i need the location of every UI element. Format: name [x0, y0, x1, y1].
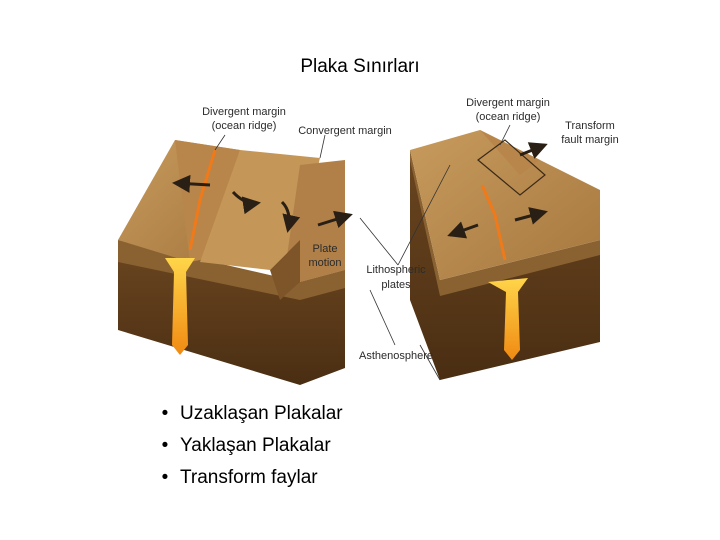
left-block — [118, 140, 345, 385]
right-block — [410, 130, 600, 380]
label-divergent-left-1: Divergent margin — [202, 106, 286, 118]
label-transform-2: fault margin — [561, 134, 618, 146]
bullet-item: Yaklaşan Plakalar — [150, 430, 343, 462]
bullet-list: Uzaklaşan Plakalar Yaklaşan Plakalar Tra… — [150, 398, 343, 494]
plate-motion-arrows — [172, 142, 548, 239]
leader-lines — [214, 124, 511, 381]
label-divergent-left-2: (ocean ridge) — [212, 120, 277, 132]
label-plate-motion-2: motion — [308, 257, 341, 269]
label-lithospheric-1: Lithospheric — [366, 264, 426, 276]
label-transform-1: Transform — [565, 120, 615, 132]
page-title: Plaka Sınırları — [300, 56, 420, 77]
label-lithospheric-2: plates — [381, 279, 411, 291]
label-asthenosphere: Asthenosphere — [359, 350, 433, 362]
label-convergent: Convergent margin — [298, 125, 392, 137]
label-divergent-right-2: (ocean ridge) — [476, 111, 541, 123]
label-divergent-right-1: Divergent margin — [466, 97, 550, 109]
bullet-item: Transform faylar — [150, 462, 343, 494]
bullet-item: Uzaklaşan Plakalar — [150, 398, 343, 430]
label-plate-motion-1: Plate — [312, 243, 337, 255]
